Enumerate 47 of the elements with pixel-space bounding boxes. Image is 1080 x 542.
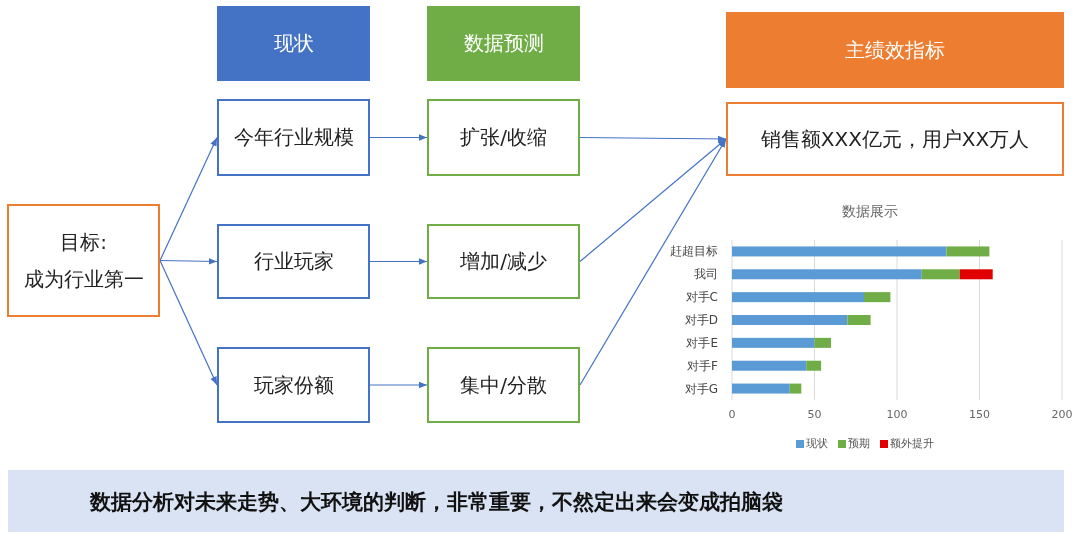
- arrow: [579, 138, 727, 386]
- box-text: 行业玩家: [253, 248, 334, 275]
- box-text: 销售额XXX亿元，用户XX万人: [760, 125, 1030, 153]
- axis-tick-label: 150: [968, 408, 991, 421]
- process-box: [217, 347, 370, 423]
- legend-label: 额外提升: [890, 436, 934, 451]
- process-box: [217, 99, 370, 176]
- legend-label: 预期: [848, 436, 870, 451]
- chart-title: 数据展示: [841, 203, 899, 221]
- axis-tick-label: 200: [1050, 408, 1074, 421]
- axis-tick-label: 0: [727, 408, 737, 421]
- header-box: [217, 6, 370, 81]
- header-box: [427, 6, 580, 81]
- process-box: [726, 102, 1064, 176]
- caption-text: 数据分析对未来走势、大环境的判断，非常重要，不然定出来会变成拍脑袋: [90, 489, 783, 516]
- arrow: [369, 258, 428, 265]
- process-box: [7, 204, 160, 317]
- category-label: 对手C: [684, 289, 718, 307]
- process-box: [427, 99, 580, 176]
- box-text: 集中/分散: [460, 371, 547, 399]
- category-label: 对手E: [685, 334, 718, 352]
- header-text: 数据预测: [463, 30, 544, 57]
- box-text: 增加/减少: [460, 248, 547, 275]
- axis-tick-label: 50: [806, 408, 823, 421]
- box-text: 成为行业第一: [23, 265, 144, 293]
- arrow: [369, 381, 428, 389]
- process-box: [427, 347, 580, 423]
- header-text: 现状: [273, 30, 314, 57]
- header-text: 主绩效指标: [845, 36, 945, 64]
- arrow: [159, 258, 218, 265]
- axis-tick-label: 100: [885, 408, 909, 421]
- category-label: 对手D: [683, 312, 718, 329]
- process-box: [217, 224, 370, 299]
- arrow: [579, 138, 727, 263]
- legend-label: 现状: [806, 436, 828, 451]
- header-box: [726, 12, 1064, 88]
- category-label: 赶超目标: [669, 243, 718, 261]
- box-text: 今年行业规模: [233, 124, 354, 151]
- box-text: 目标:: [60, 228, 107, 256]
- category-label: 我司: [693, 266, 718, 284]
- box-text: 扩张/收缩: [460, 124, 547, 151]
- process-box: [427, 224, 580, 299]
- box-text: 玩家份额: [253, 371, 334, 399]
- category-label: 对手F: [686, 357, 718, 375]
- arrow: [369, 134, 428, 141]
- category-label: 对手G: [683, 380, 718, 398]
- arrow: [579, 135, 727, 143]
